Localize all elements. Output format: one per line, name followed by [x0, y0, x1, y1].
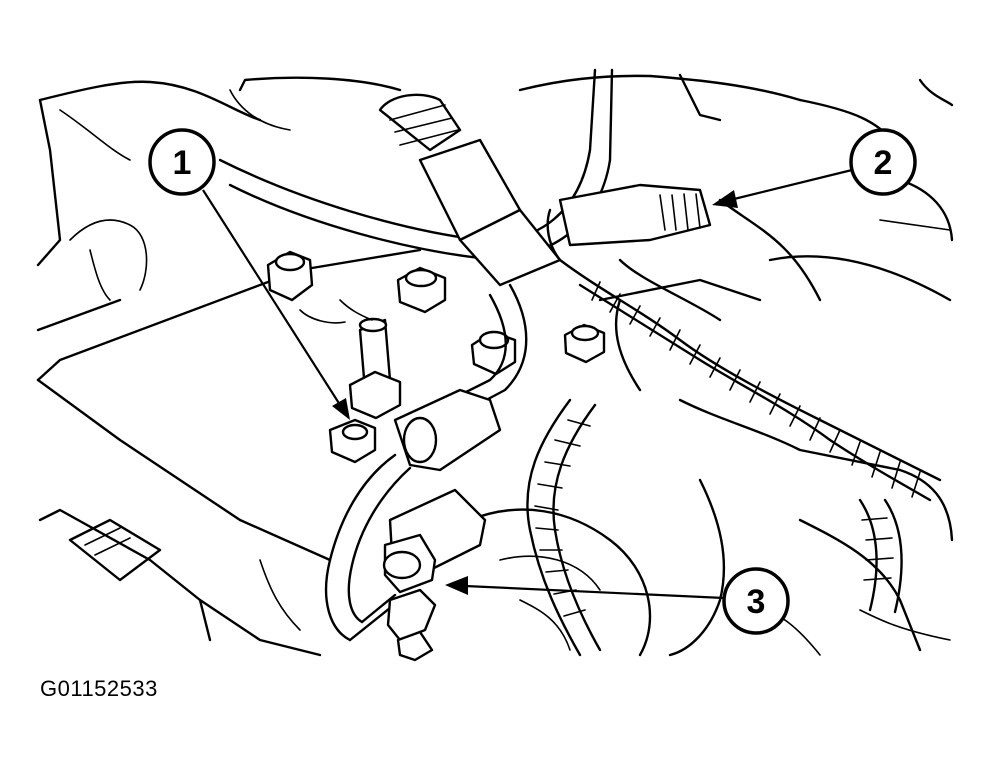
- bolt: [470, 330, 517, 376]
- bolt: [396, 266, 447, 314]
- figure-id-label: G01152533: [40, 676, 158, 701]
- engine-background: [36, 73, 954, 657]
- bolt: [563, 323, 606, 364]
- sensor-3-assembly: [382, 488, 487, 662]
- callout-2-label: 2: [874, 144, 893, 182]
- callout-1-arrowhead: [332, 398, 350, 420]
- mounting-bolts: [266, 250, 606, 420]
- sensor-2-assembly: [378, 93, 712, 287]
- callout-2-arrowhead: [712, 190, 738, 208]
- bolt: [266, 250, 314, 302]
- wiring-harness: [526, 258, 942, 657]
- stud: [348, 317, 402, 420]
- callout-1: 1: [148, 128, 350, 420]
- line-assembly: [324, 283, 528, 642]
- callout-1-circle: [148, 128, 216, 196]
- callout-3-arrowhead: [445, 576, 468, 595]
- callout-3-label: 3: [747, 583, 766, 621]
- callout-1-label: 1: [173, 144, 192, 182]
- callout-3-leader: [464, 584, 725, 600]
- callout-3: 3: [445, 567, 790, 635]
- callout-2-leader: [729, 168, 853, 202]
- callout-1-leader: [202, 189, 343, 409]
- callout-2-circle: [849, 128, 917, 196]
- callout-2: 2: [712, 128, 917, 208]
- callout-3-circle: [722, 567, 790, 635]
